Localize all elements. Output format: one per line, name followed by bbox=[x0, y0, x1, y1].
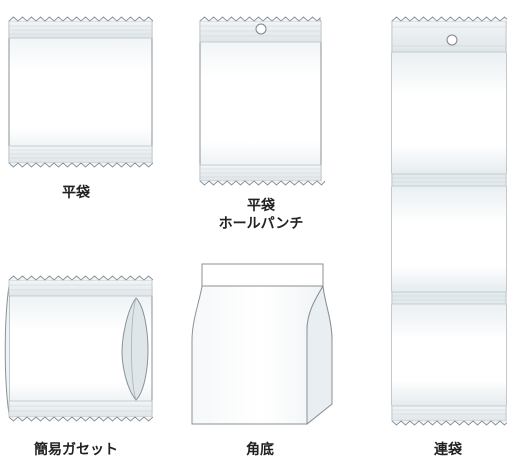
label-square-bottom: 角底 bbox=[190, 441, 330, 459]
label-chain-bags: 連袋 bbox=[389, 441, 507, 459]
label-hole-punch-line2: ホールパンチ bbox=[218, 216, 304, 232]
simple-gusset-bag bbox=[4, 275, 154, 422]
label-square-bottom-text: 角底 bbox=[246, 442, 274, 458]
hole-punch-icon bbox=[446, 34, 458, 46]
chain-bags bbox=[391, 16, 507, 426]
label-flat-bag: 平袋 bbox=[20, 184, 132, 202]
label-hole-punch-line1: 平袋 bbox=[247, 198, 275, 214]
flat-bag bbox=[8, 16, 154, 168]
flat-bag-hole-punch bbox=[199, 16, 325, 186]
label-chain-bags-text: 連袋 bbox=[434, 442, 462, 458]
hole-punch-icon bbox=[255, 23, 267, 35]
square-bottom-bag bbox=[191, 263, 333, 426]
label-simple-gusset: 簡易ガセット bbox=[2, 441, 150, 459]
label-flat-bag-hole-punch: 平袋 ホールパンチ bbox=[196, 197, 326, 233]
label-simple-gusset-text: 簡易ガセット bbox=[34, 442, 118, 458]
label-flat-bag-text: 平袋 bbox=[62, 185, 90, 201]
